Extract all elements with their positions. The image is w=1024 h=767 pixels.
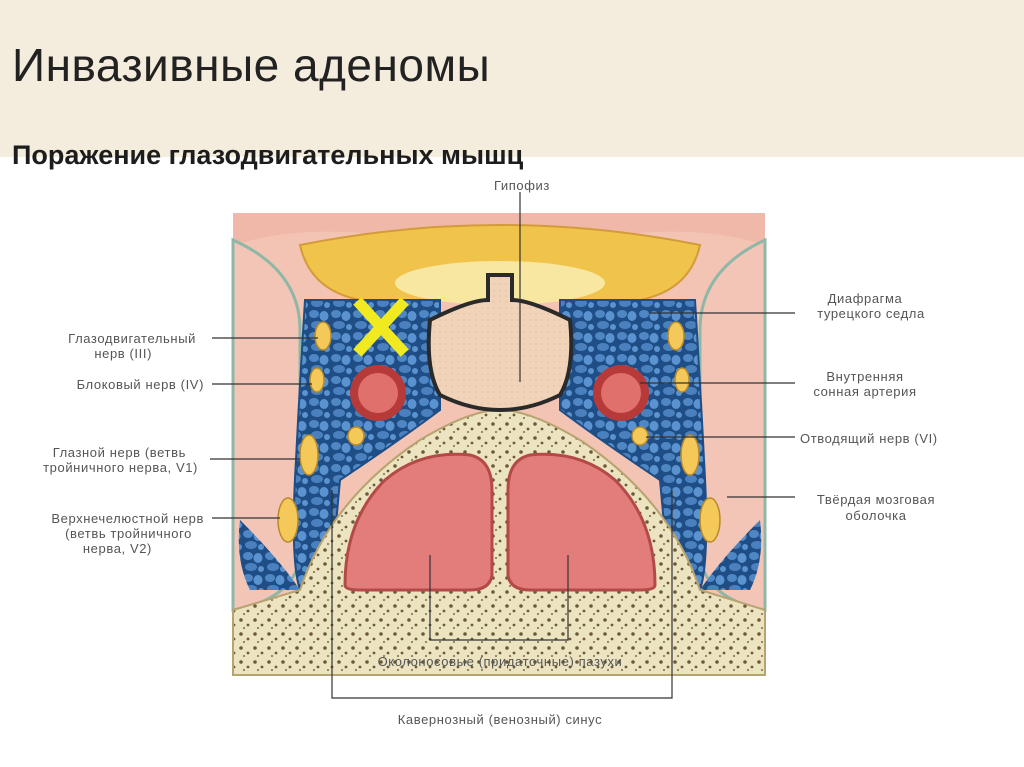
label-dura-2: оболочка — [796, 508, 956, 523]
label-carotid-1: Внутренняя — [790, 369, 940, 384]
label-maxillary-3: нерва, V2) — [10, 541, 152, 556]
label-hypophysis: Гипофиз — [472, 178, 572, 193]
label-oculomotor-2: нерв (III) — [20, 346, 152, 361]
label-sinuses: Околоносовые (придаточные) пазухи — [340, 654, 660, 669]
label-ophthalmic-2: тройничного нерва, V1) — [10, 460, 198, 475]
label-carotid-2: сонная артерия — [790, 384, 940, 399]
label-trochlear: Блоковый нерв (IV) — [20, 377, 204, 392]
label-maxillary-1: Верхнечелюстной нерв — [10, 511, 204, 526]
label-abducens: Отводящий нерв (VI) — [800, 431, 938, 446]
label-diaphragm-2: турецкого седла — [796, 306, 946, 321]
label-oculomotor-1: Глазодвигательный — [20, 331, 196, 346]
label-maxillary-2: (ветвь тройничного — [10, 526, 192, 541]
label-ophthalmic-1: Глазной нерв (ветвь — [10, 445, 186, 460]
label-diaphragm-1: Диафрагма — [790, 291, 940, 306]
label-cavernous-sinus: Кавернозный (венозный) синус — [340, 712, 660, 727]
label-dura-1: Твёрдая мозговая — [796, 492, 956, 507]
internal-carotid-right — [593, 365, 649, 421]
internal-carotid-left — [350, 365, 406, 421]
